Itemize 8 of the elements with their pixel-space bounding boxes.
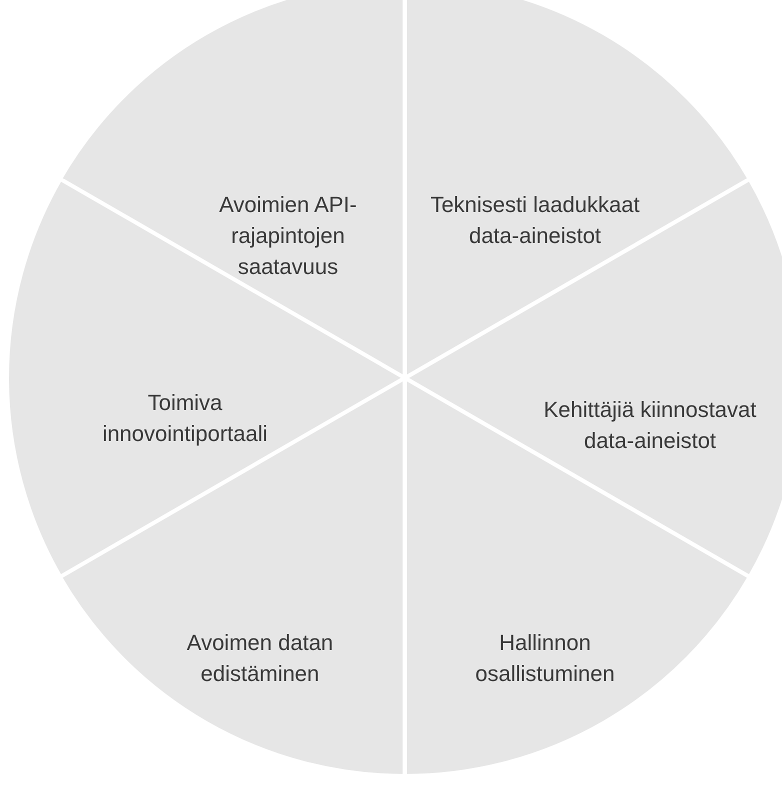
segment-label: Teknisesti laadukkaat data-aineistot — [429, 191, 641, 250]
pie-segment — [7, 179, 405, 577]
segment-label: Kehittäjiä kiinnostavat data-aineistot — [542, 396, 758, 455]
segment-label: Hallinnon osallistuminen — [474, 629, 616, 688]
segment-label: Toimiva innovointiportaali — [101, 389, 269, 448]
pie-segment — [60, 378, 405, 776]
segment-label: Avoimien API-rajapintojen saatavuus — [218, 191, 358, 281]
segment-label: Avoimen datan edistäminen — [186, 629, 334, 688]
